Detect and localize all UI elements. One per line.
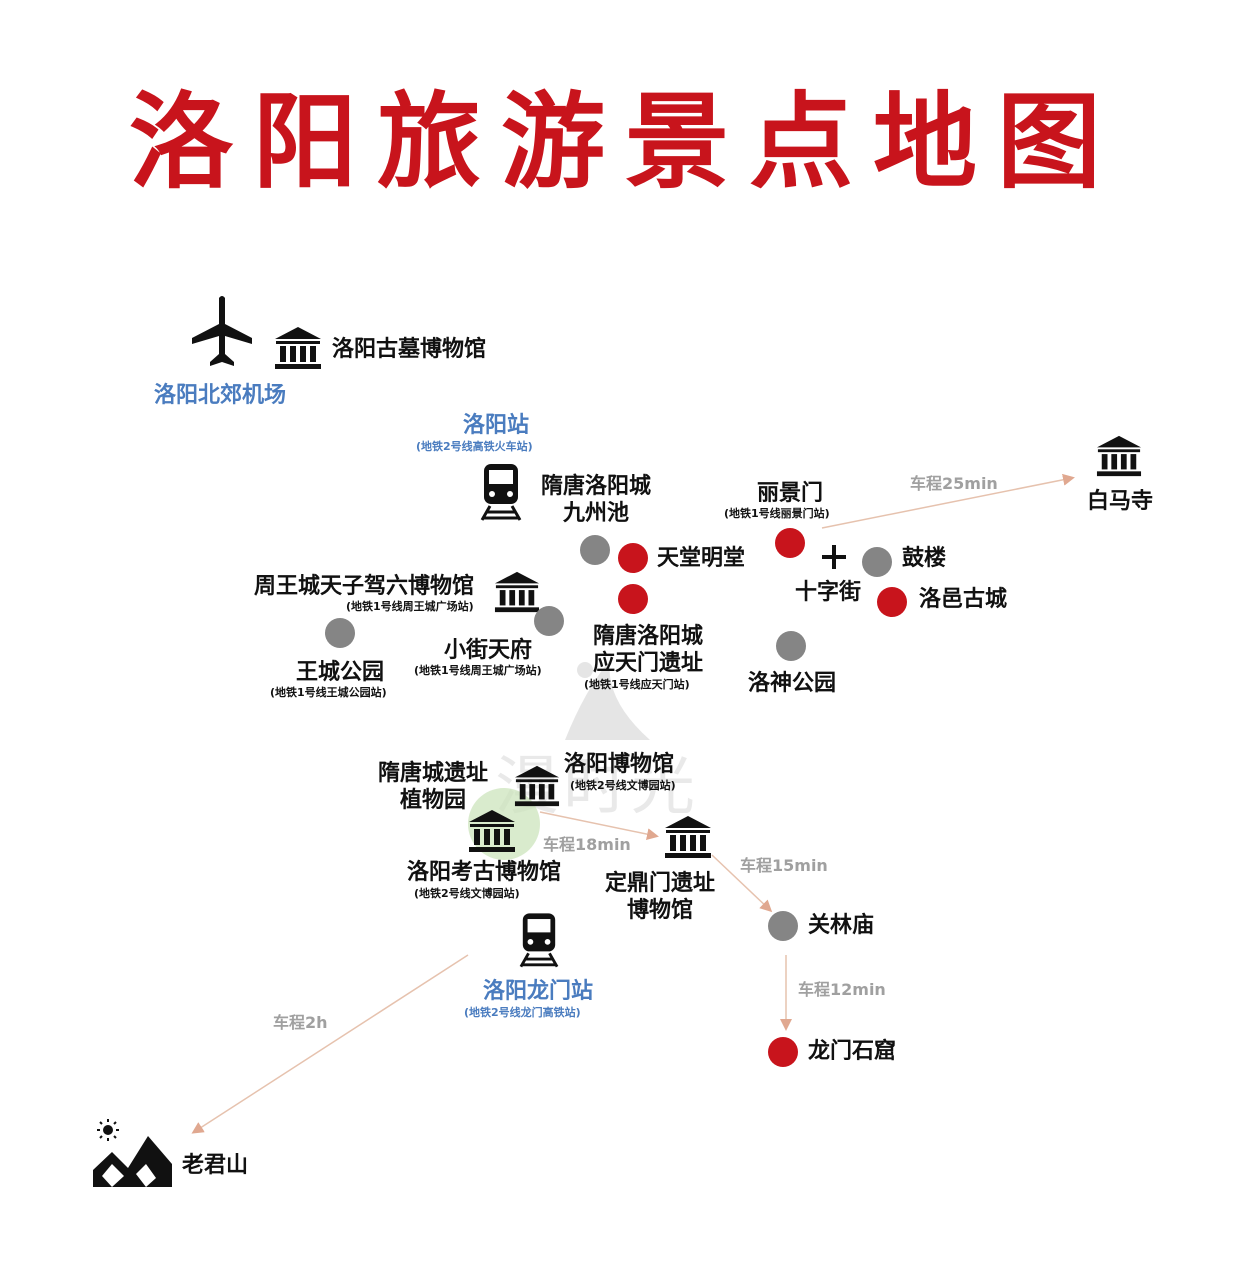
museum-icon	[1096, 435, 1142, 477]
longmen-grottoes-dot[interactable]	[768, 1037, 798, 1067]
longmen-station-sub: (地铁2号线龙门高铁站)	[464, 1006, 581, 1019]
baimasi-label: 白马寺	[1086, 489, 1153, 514]
lijingmen-label: 丽景门	[756, 481, 823, 506]
luoyang-station-label: 洛阳站	[462, 413, 529, 438]
route-line-guanlin	[711, 854, 773, 913]
dingdingmen-label-1: 定鼎门遗址	[604, 871, 715, 896]
archaeology-label: 洛阳考古博物馆	[406, 860, 561, 885]
botanical-label-1: 隋唐城遗址	[378, 761, 489, 786]
luoyang-museum-sub: (地铁2号线文博园站)	[570, 779, 676, 792]
mountain-sun-icon	[93, 1119, 172, 1187]
tomb-museum-label: 洛阳古墓博物馆	[332, 337, 487, 362]
luoyang-museum-label: 洛阳博物馆	[564, 752, 675, 777]
yingtianmen-label-2: 应天门遗址	[592, 651, 703, 676]
yingtianmen-sub: (地铁1号线应天门站)	[584, 678, 690, 691]
wangcheng-dot[interactable]	[325, 618, 355, 648]
luoyi-label: 洛邑古城	[919, 587, 1008, 612]
route-label-longmen: 车程12min	[798, 980, 886, 999]
luoyi-dot[interactable]	[877, 587, 907, 617]
guanlin-label: 关林庙	[808, 913, 875, 938]
airplane-icon	[192, 296, 252, 366]
wangcheng-sub: (地铁1号线王城公园站)	[270, 686, 387, 699]
lijingmen-dot[interactable]	[775, 528, 805, 558]
lijingmen-sub: (地铁1号线丽景门站)	[724, 507, 830, 520]
luoshen-dot[interactable]	[776, 631, 806, 661]
airport-label: 洛阳北郊机场	[154, 383, 287, 408]
luoshen-label: 洛神公园	[747, 671, 836, 696]
zhouwangcheng-label: 周王城天子驾六博物馆	[254, 574, 475, 599]
yingtianmen-label-1: 隋唐洛阳城	[592, 624, 703, 649]
route-label-guanlin: 车程15min	[740, 856, 828, 875]
route-label-laojunshan: 车程2h	[273, 1013, 328, 1032]
tiantang-label: 天堂明堂	[657, 546, 746, 571]
museum-icon	[494, 571, 540, 613]
longmen-grottoes-label: 龙门石窟	[808, 1039, 897, 1064]
route-label-baimasi: 车程25min	[910, 474, 998, 493]
xiaojie-dot[interactable]	[534, 606, 564, 636]
gulou-label: 鼓楼	[902, 546, 947, 571]
wangcheng-label: 王城公园	[295, 660, 384, 685]
route-line-laojunshan	[191, 954, 469, 1134]
xiaojie-label: 小街天府	[443, 638, 532, 663]
zhouwangcheng-sub: (地铁1号线周王城广场站)	[346, 600, 474, 613]
route-line-baimasi	[821, 473, 1075, 529]
train-icon	[480, 464, 522, 521]
watermark-logo-icon	[565, 660, 650, 740]
museum-icon	[469, 810, 515, 852]
museum-icon	[514, 765, 560, 807]
map-title: 洛阳旅游景点地图	[128, 81, 1121, 203]
plus-icon	[822, 545, 846, 569]
archaeology-sub: (地铁2号线文博园站)	[414, 887, 520, 900]
route-line-dingdingmen	[539, 811, 659, 841]
gulou-dot[interactable]	[862, 547, 892, 577]
train-icon	[519, 913, 559, 968]
longmen-station-label: 洛阳龙门站	[482, 979, 593, 1004]
route-label-dingdingmen: 车程18min	[543, 835, 631, 854]
museum-icon	[665, 816, 711, 858]
jiuzhouchi-dot[interactable]	[580, 535, 610, 565]
dingdingmen-label-2: 博物馆	[626, 898, 693, 923]
xiaojie-sub: (地铁1号线周王城广场站)	[414, 664, 542, 677]
jiuzhouchi-label-2: 九州池	[562, 501, 629, 526]
guanlin-dot[interactable]	[768, 911, 798, 941]
luoyang-station-sub: (地铁2号线高铁火车站)	[416, 440, 533, 453]
museum-icon	[275, 327, 321, 369]
yingtianmen-dot[interactable]	[618, 584, 648, 614]
laojunshan-label: 老君山	[182, 1153, 249, 1178]
jiuzhouchi-label-1: 隋唐洛阳城	[540, 474, 651, 499]
shizijie-label: 十字街	[795, 580, 862, 605]
botanical-label-2: 植物园	[400, 788, 467, 813]
tiantang-dot[interactable]	[618, 543, 648, 573]
